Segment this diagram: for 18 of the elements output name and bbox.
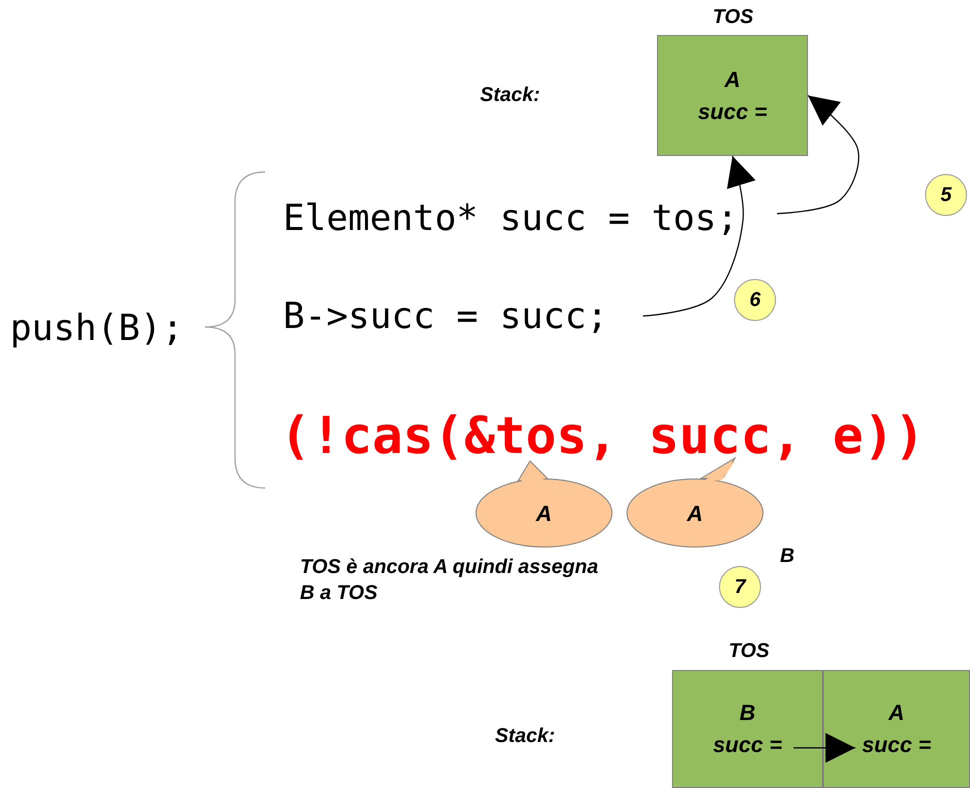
pointer-label: TOS	[728, 640, 770, 663]
pointer-label: TOS	[712, 6, 754, 29]
code-line: B->succ = succ;	[283, 294, 643, 338]
stack-element-box: A succ =	[823, 670, 970, 788]
code-line: Elemento* succ = tos;	[283, 196, 777, 240]
note-text: TOS è ancora A quindi assegna B a TOS	[300, 555, 600, 606]
element-label: B	[780, 544, 796, 569]
step-number-circle: 5	[925, 174, 967, 216]
arrow	[776, 95, 860, 214]
stack-element-box: A succ =	[657, 35, 808, 156]
arrow	[642, 156, 756, 317]
function-call: push(B);	[10, 307, 184, 351]
stack-label: Stack:	[495, 724, 556, 749]
stack-label: Stack:	[480, 83, 542, 108]
step-number-circle: 6	[734, 279, 776, 321]
stack-element-box: B succ =	[672, 670, 823, 788]
step-number-circle: 7	[719, 566, 761, 608]
arrow	[794, 732, 856, 763]
